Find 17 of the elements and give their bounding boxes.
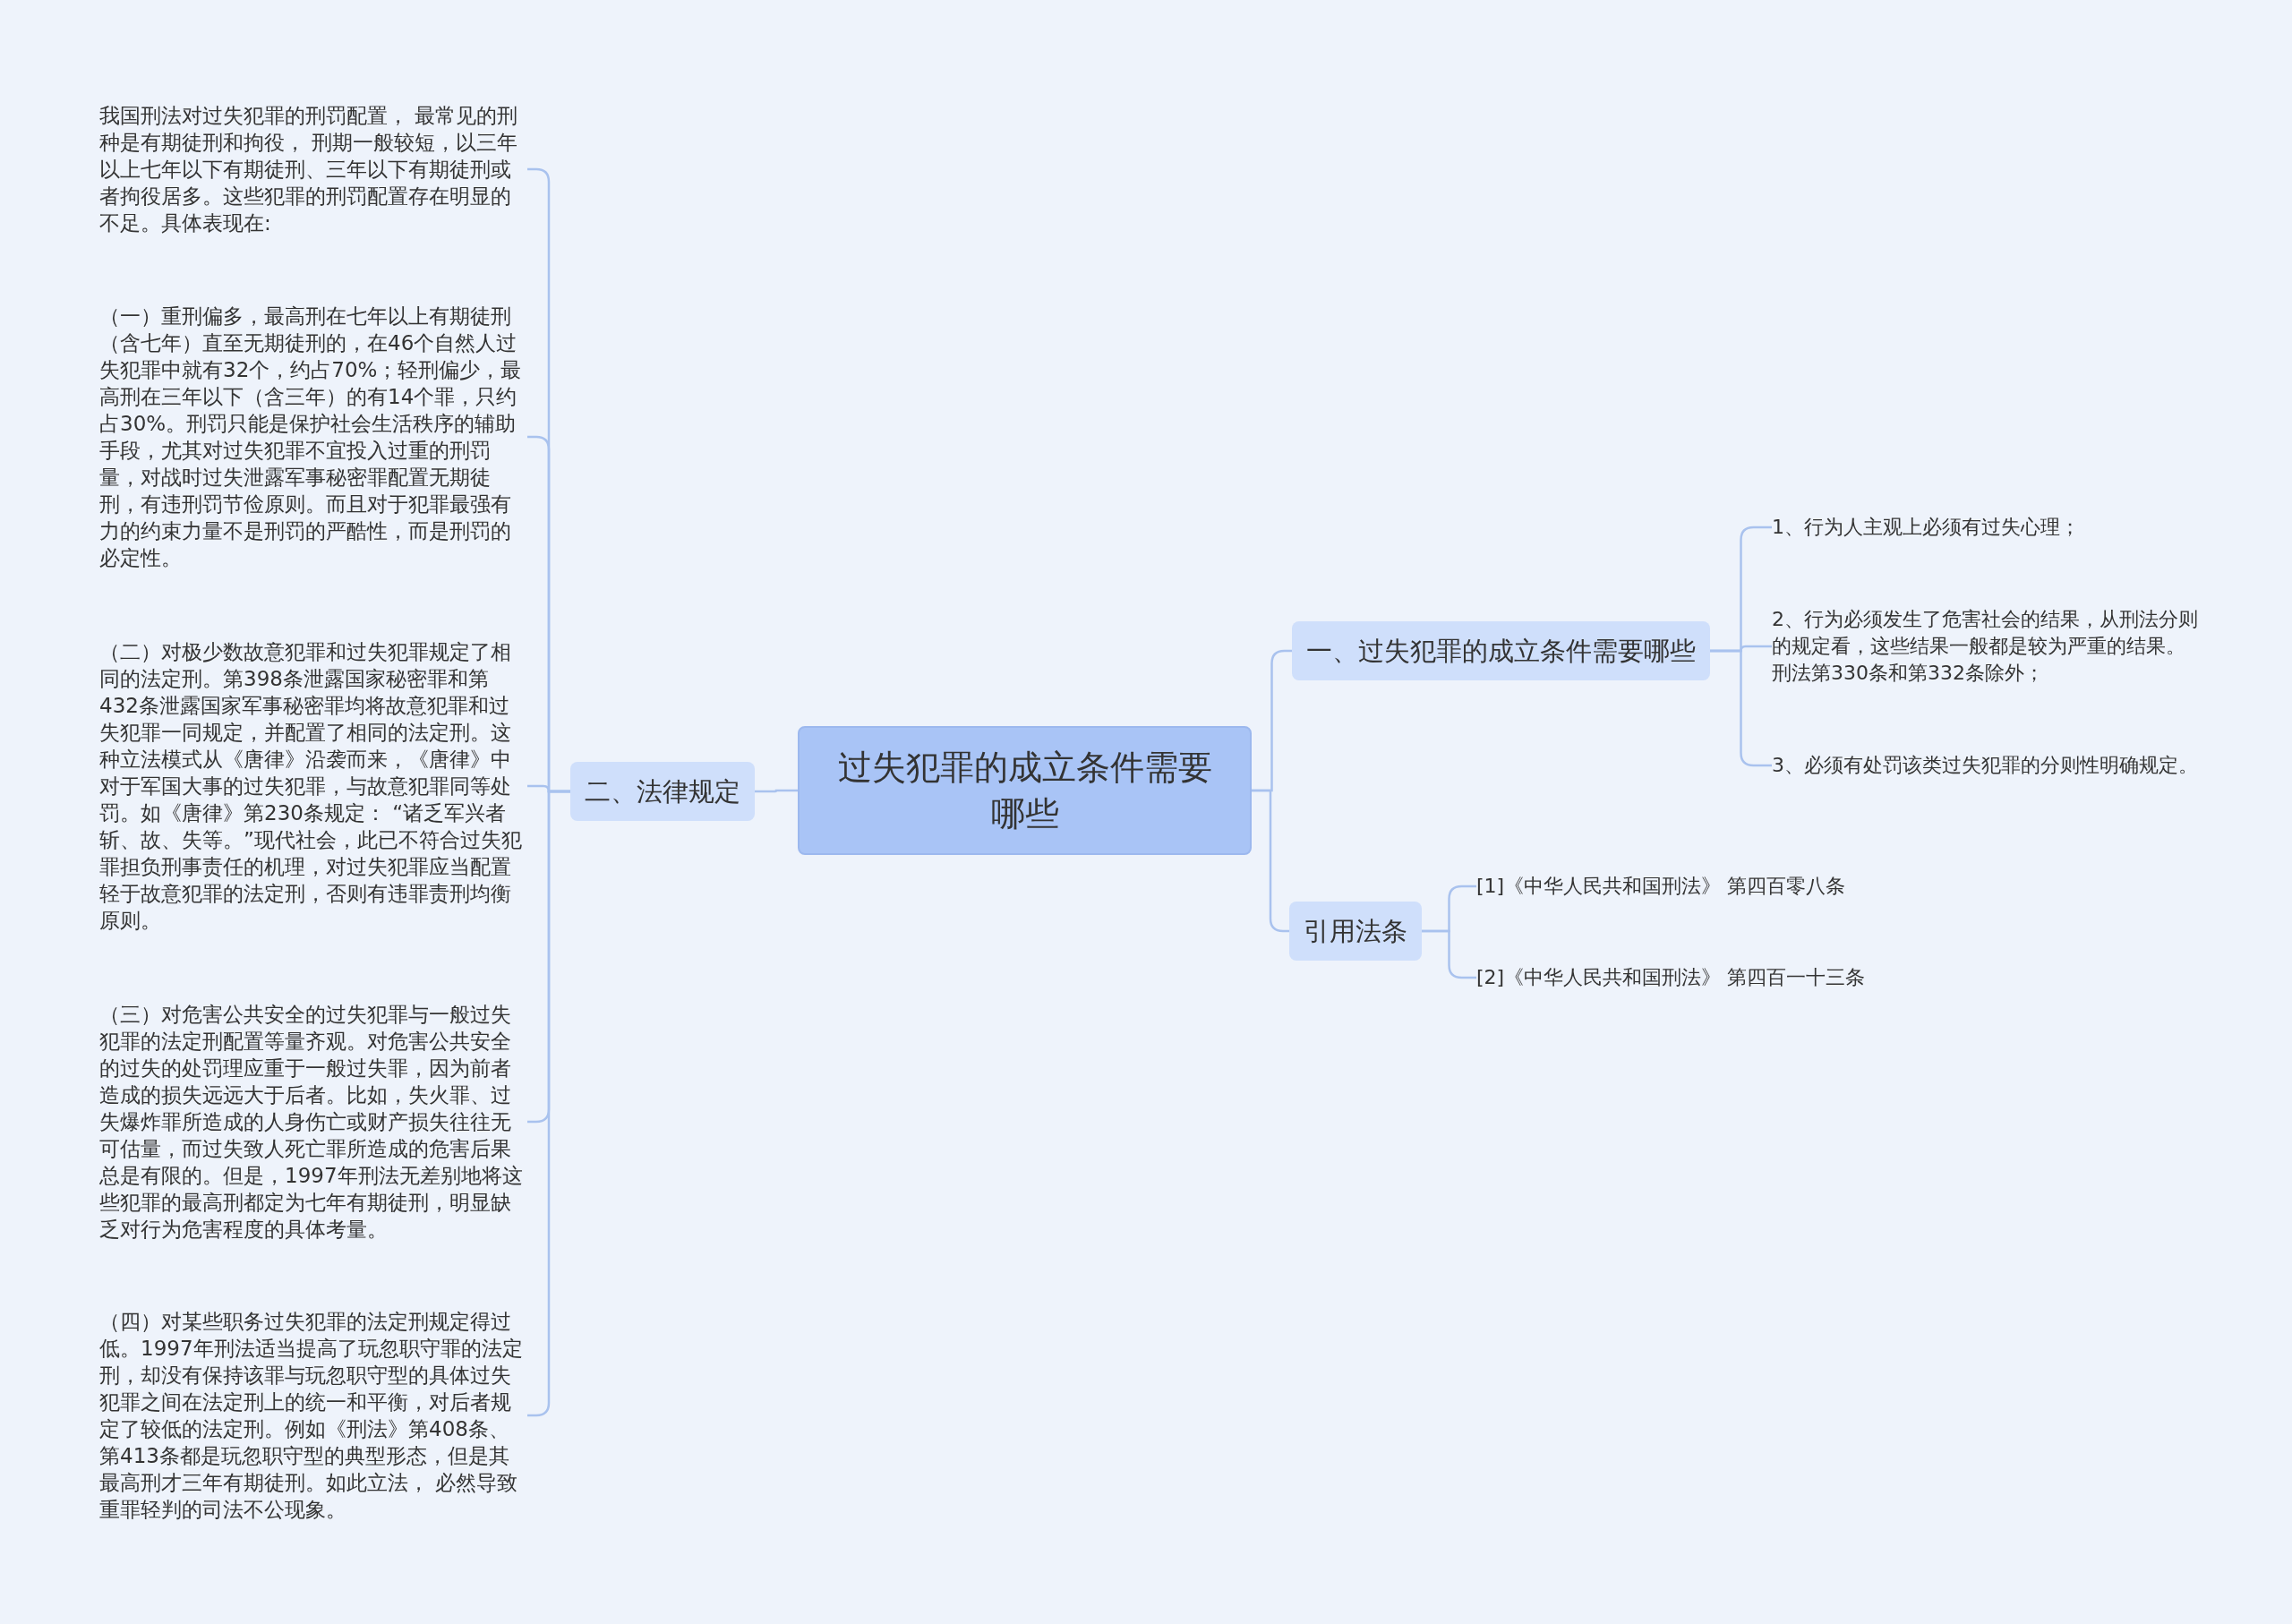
connector-line: [1252, 789, 1289, 933]
paragraph-text: （三）对危害公共安全的过失犯罪与一般过失犯罪的法定刑配置等量齐观。对危害公共安全的过失的处罚理应重于一般过失罪，因为前者造成的损失远远大于后者。比如，失火罪、过失爆炸罪所造成的人身伤亡或财产损失往往无可估量，而过失致人死亡罪所造成的危害后果总是有限的。但是，1997年刑法无差别地将这些犯罪的最高刑都定为七年有期徒刑，明显缺乏对行为危害程度的具体考量。: [99, 1001, 527, 1243]
root-topic-box: 过失犯罪的成立条件需要哪些: [798, 726, 1252, 855]
connector-line: [1710, 649, 1772, 767]
topic-box: 二、法律规定: [570, 762, 755, 821]
paragraph-text: 我国刑法对过失犯罪的刑罚配置， 最常见的刑种是有期徒刑和拘役， 刑期一般较短，以三年以上七年以下有期徒刑、三年以下有期徒刑或者拘役居多。这些犯罪的刑罚配置存在明显的不足。具体表现在:: [99, 102, 527, 236]
connector-line: [755, 789, 798, 793]
paragraph-text: （一）重刑偏多，最高刑在七年以上有期徒刑（含七年）直至无期徒刑的，在46个自然人过失犯罪中就有32个，约占70%；轻刑偏少，最高刑在三年以下（含三年）的有14个罪，只约占30%。刑罚只能是保护社会生活秩序的辅助手段，尤其对过失犯罪不宜投入过重的刑罚量，对战时过失泄露军事秘密罪配置无期徒刑，有违刑罚节俭原则。而且对于犯罪最强有力的约束力量不是刑罚的严酷性，而是刑罚的必定性。: [99, 303, 527, 571]
paragraph-text: （二）对极少数故意犯罪和过失犯罪规定了相同的法定刑。第398条泄露国家秘密罪和第432条泄露国家军事秘密罪均将故意犯罪和过失犯罪一同规定，并配置了相同的法定刑。这种立法模式从《唐律》沿袭而来，《唐律》中对于军国大事的过失犯罪，与故意犯罪同等处罚。如《唐律》第230条规定： “诸乏军兴者斩、故、失等。”现代社会，此已不符合过失犯罪担负刑事责任的机理，对过失犯罪应当配置轻于故意犯罪的法定刑，否则有违罪责刑均衡原则。: [99, 638, 527, 934]
topic-box: 引用法条: [1289, 902, 1422, 961]
topic-text: 3、必须有处罚该类过失犯罪的分则性明确规定。: [1772, 752, 2202, 779]
topic-text: 1、行为人主观上必须有过失心理；: [1772, 514, 2202, 541]
topic-text: [2]《中华人民共和国刑法》 第四百一十三条: [1476, 964, 2103, 991]
topic-text: 2、行为必须发生了危害社会的结果，从刑法分则的规定看，这些结果一般都是较为严重的结果。刑法第330条和第332条除外；: [1772, 606, 2202, 687]
paragraph-text: （四）对某些职务过失犯罪的法定刑规定得过低。1997年刑法适当提高了玩忽职守罪的法定刑，却没有保持该罪与玩忽职守型的具体过失犯罪之间在法定刑上的统一和平衡，对后者规定了较低的法定刑。例如《刑法》第408条、第413条都是玩忽职守型的典型形态，但是其最高刑才三年有期徒刑。如此立法， 必然导致重罪轻判的司法不公现象。: [99, 1308, 527, 1523]
topic-text: [1]《中华人民共和国刑法》 第四百零八条: [1476, 873, 2103, 900]
topic-box: 一、过失犯罪的成立条件需要哪些: [1292, 621, 1710, 680]
